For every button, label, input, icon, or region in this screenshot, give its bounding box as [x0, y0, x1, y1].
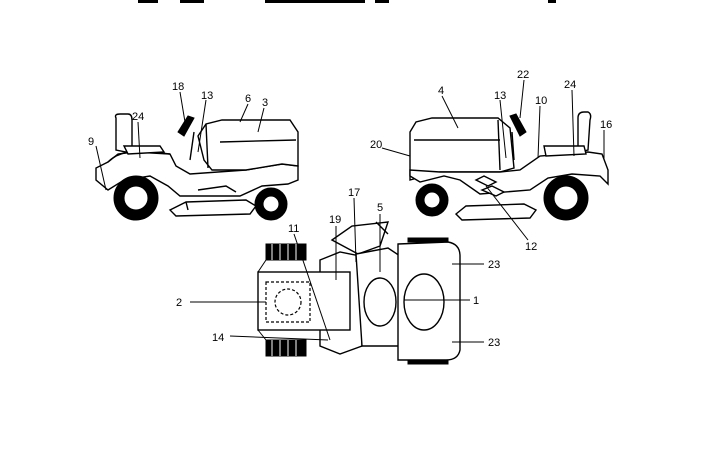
callout-6: 6: [245, 93, 251, 105]
callout-3: 3: [262, 97, 268, 109]
callout-1: 1: [473, 295, 479, 307]
callout-13-left: 13: [201, 90, 213, 102]
callout-18: 18: [172, 81, 184, 93]
callout-5: 5: [377, 202, 383, 214]
callout-13-right: 13: [494, 90, 506, 102]
tractor-right-side-view: [409, 111, 609, 221]
callout-23-top: 23: [488, 259, 500, 271]
tractor-top-view: [257, 221, 461, 365]
callout-12: 12: [525, 241, 537, 253]
callout-16: 16: [600, 119, 612, 131]
callout-9: 9: [88, 136, 94, 148]
callout-4: 4: [438, 85, 444, 97]
header-artifacts: [138, 0, 556, 3]
callout-labels: 9 24 18 13 6 3 4 20 13 22 10 24 16 12 17…: [88, 69, 612, 349]
callout-23-bottom: 23: [488, 337, 500, 349]
callout-22: 22: [517, 69, 529, 81]
callout-2: 2: [176, 297, 182, 309]
callout-24-left: 24: [132, 111, 144, 123]
tractor-left-side-view: [95, 113, 299, 221]
callout-10: 10: [535, 95, 547, 107]
callout-14: 14: [212, 332, 224, 344]
leader-lines: [95, 79, 605, 343]
callout-17: 17: [348, 187, 360, 199]
callout-24-right: 24: [564, 79, 576, 91]
callout-11: 11: [288, 223, 299, 235]
callout-19: 19: [329, 214, 341, 226]
callout-20: 20: [370, 139, 382, 151]
